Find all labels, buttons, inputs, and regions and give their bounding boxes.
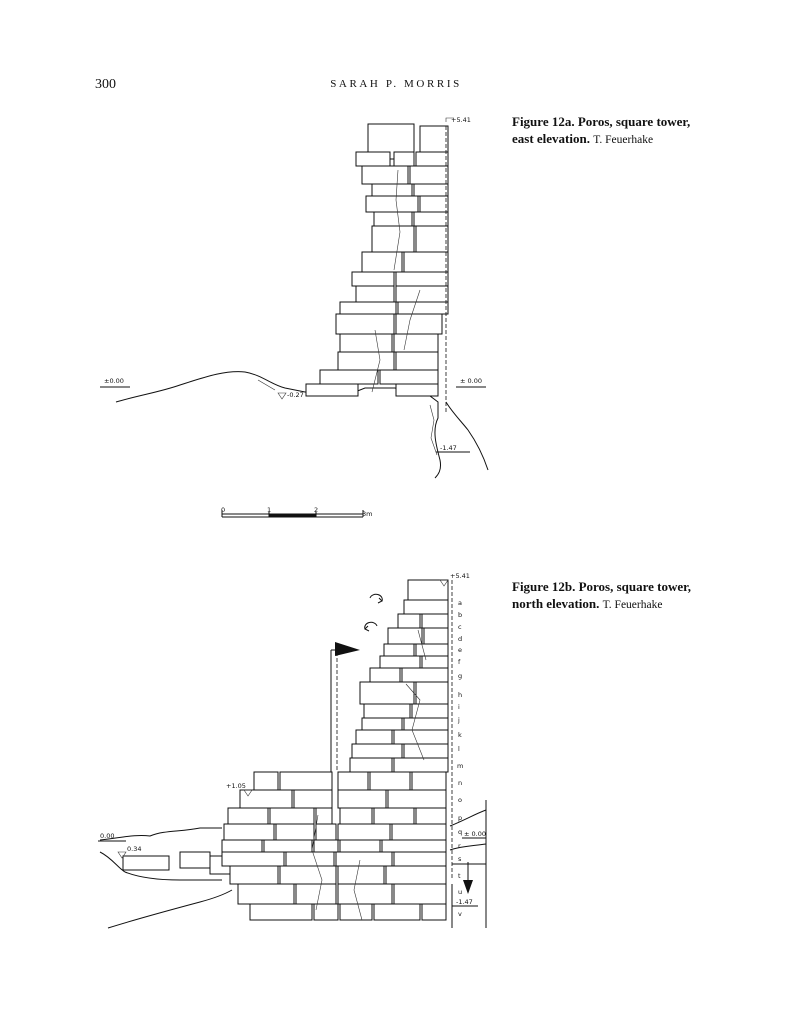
- scale-tick-1: 1: [267, 506, 271, 514]
- figure-12b-caption: Figure 12b. Poros, square tower, north e…: [512, 578, 712, 614]
- figure-12a-credit: T. Feuerhake: [593, 134, 654, 146]
- course-letter-h: h: [458, 691, 462, 699]
- scale-tick-0: 0: [221, 506, 225, 514]
- fig12a-bottom-level: -1.47: [440, 444, 457, 452]
- fig12b-bottom-level: -1.47: [456, 898, 473, 906]
- fig12b-zero-right: ± 0.00: [464, 830, 486, 838]
- fig12b-step-level: +1.05: [226, 782, 246, 790]
- fig12b-ground-level: 0.34: [127, 845, 141, 853]
- figure-12a-caption: Figure 12a. Poros, square tower, east el…: [512, 113, 712, 149]
- course-letter-e: e: [458, 646, 462, 654]
- course-letter-b: b: [458, 611, 462, 619]
- course-letter-r: r: [458, 842, 461, 850]
- course-letter-l: l: [458, 745, 460, 753]
- course-letter-f: f: [458, 658, 461, 666]
- running-head: SARAH P. MORRIS: [330, 78, 462, 90]
- course-letter-p: p: [458, 814, 462, 822]
- course-letter-s: s: [458, 855, 462, 863]
- scale-bar: 0 1 2 3m: [221, 506, 372, 518]
- fig12a-top-level: +5.41: [451, 116, 471, 124]
- course-letter-k: k: [458, 731, 462, 739]
- page-number: 300: [95, 77, 116, 92]
- figure-12a-label: Figure 12a. Poros, square tower, east el…: [512, 114, 691, 146]
- course-letter-v: v: [458, 910, 462, 918]
- figure-12b-label: Figure 12b. Poros, square tower, north e…: [512, 579, 691, 611]
- course-letter-m: m: [457, 762, 463, 770]
- scale-tick-3m: 3m: [362, 510, 372, 518]
- figure-12b-drawing: a b c d e f g h i j k l m n o p q r s t …: [98, 572, 487, 929]
- fig12b-top-level: +5.41: [450, 572, 470, 580]
- figure-12a-drawing: +5.41 ±0.00 ± 0.00 -0.27 -1.47: [100, 116, 489, 479]
- course-letter-d: d: [458, 635, 462, 643]
- fig12a-zero-left: ±0.00: [104, 377, 124, 385]
- figure-12b-credit: T. Feuerhake: [602, 599, 663, 611]
- course-letter-j: j: [457, 716, 460, 724]
- course-letter-q: q: [458, 828, 462, 836]
- fig12a-zero-right: ± 0.00: [460, 377, 482, 385]
- course-letter-a: a: [458, 599, 462, 607]
- course-letter-o: o: [458, 796, 462, 804]
- fig12a-ground-level: -0.27: [287, 391, 304, 399]
- course-letter-g: g: [458, 672, 462, 680]
- scale-tick-2: 2: [314, 506, 318, 514]
- course-letter-u: u: [458, 888, 462, 896]
- course-letter-c: c: [458, 623, 462, 631]
- course-letters: a b c d e f g h i j k l m n o p q r s t …: [457, 599, 463, 918]
- course-letter-i: i: [458, 703, 460, 711]
- course-letter-n: n: [458, 779, 462, 787]
- course-letter-t: t: [458, 872, 461, 880]
- fig12b-zero-left: 0.00: [100, 832, 114, 840]
